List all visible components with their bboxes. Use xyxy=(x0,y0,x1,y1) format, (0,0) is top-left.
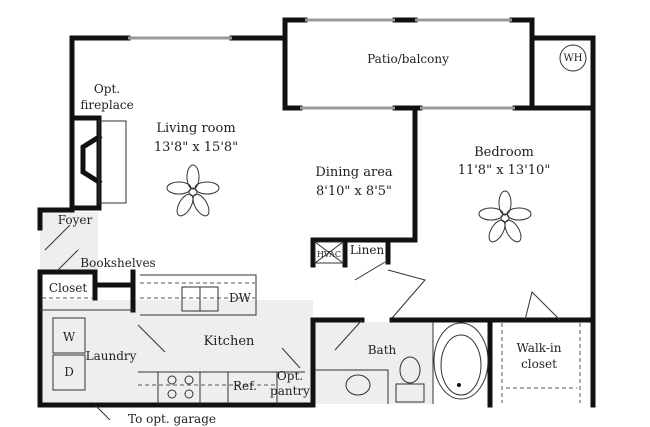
pantry-label-1: Opt. xyxy=(276,369,304,383)
kitchen-label: Kitchen xyxy=(203,334,255,349)
bedroom-label: Bedroom xyxy=(474,145,534,160)
dryer xyxy=(52,354,86,391)
fireplace-hearth xyxy=(98,120,127,204)
bath-label: Bath xyxy=(367,343,397,357)
patio-walls xyxy=(282,17,535,111)
foyer-label: Foyer xyxy=(57,213,93,227)
doors xyxy=(354,261,426,319)
kitchen-walls xyxy=(37,269,316,408)
fireplace xyxy=(69,115,103,211)
stove xyxy=(167,375,194,399)
refrigerator-label: Ref. xyxy=(233,379,257,393)
hvac-label: HVAC xyxy=(316,250,342,259)
linen-label: Linen xyxy=(349,243,385,257)
living-room-label: Living room xyxy=(156,121,236,136)
living-room-size: 13'8" x 15'8" xyxy=(153,140,239,155)
dishwasher-label: DW xyxy=(229,291,251,305)
wh-closet-walls xyxy=(529,35,596,408)
ceiling-fan-icon xyxy=(166,164,220,217)
closet-label: Closet xyxy=(48,281,88,295)
counter xyxy=(40,274,257,316)
pantry-label-2: pantry xyxy=(270,384,310,398)
sink xyxy=(345,374,371,396)
kitchen-lower xyxy=(137,324,305,404)
bath-doors xyxy=(334,291,561,351)
water-heater xyxy=(559,44,587,72)
dining-area-label: Dining area xyxy=(315,165,393,180)
bath-walls xyxy=(310,317,596,408)
bathtub xyxy=(433,322,489,400)
washer-label: W xyxy=(62,330,76,344)
bookshelves-label: Bookshelves xyxy=(80,256,156,270)
walkin-closet-label-2: closet xyxy=(521,357,557,371)
bedroom-size: 11'8" x 13'10" xyxy=(457,163,551,178)
dining-area-size: 8'10" x 8'5" xyxy=(315,184,393,199)
water-heater-label: WH xyxy=(563,53,583,64)
living-left-wall xyxy=(37,35,75,231)
fireplace-label-2: fireplace xyxy=(80,98,134,112)
fireplace-label-1: Opt. xyxy=(93,82,121,96)
toilet xyxy=(399,356,421,384)
washer xyxy=(52,317,86,354)
laundry-label: Laundry xyxy=(85,349,137,363)
ceiling-fan-icon xyxy=(478,190,532,243)
dining-walls xyxy=(310,105,418,268)
dryer-label: D xyxy=(64,365,74,379)
walkin-closet-label-1: Walk-in xyxy=(516,341,562,355)
hvac-closet xyxy=(314,241,344,264)
entry-doors xyxy=(44,224,301,420)
patio-label: Patio/balcony xyxy=(367,52,449,66)
